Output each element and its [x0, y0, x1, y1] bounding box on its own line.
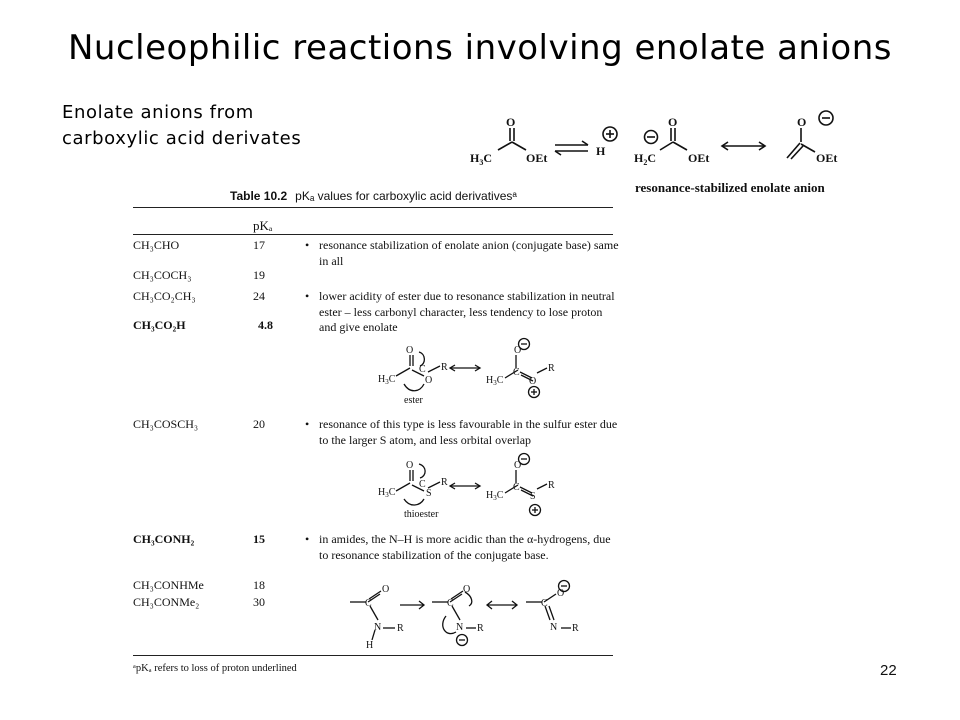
svg-text:H3C: H3C: [486, 375, 504, 387]
svg-text:N: N: [550, 622, 557, 633]
svg-text:R: R: [548, 363, 555, 374]
note-sulfur-ester: • resonance of this type is less favoura…: [305, 417, 620, 448]
svg-text:C: C: [419, 364, 426, 375]
svg-text:O: O: [382, 584, 389, 595]
table-rule-top: [133, 207, 613, 208]
pka-row-5: 20: [253, 417, 265, 431]
svg-text:O: O: [406, 460, 413, 471]
table-rule-header: [133, 234, 613, 235]
svg-text:C: C: [365, 598, 372, 609]
svg-text:H3C: H3C: [378, 374, 396, 386]
page-title: Nucleophilic reactions involving enolate…: [67, 28, 892, 68]
bullet: •: [305, 532, 310, 546]
table-title: Table 10.2 pKₐ values for carboxylic acid…: [230, 189, 517, 203]
pka-column-header: pKₐ: [253, 218, 273, 233]
svg-text:R: R: [397, 623, 404, 634]
thioester-label: thioester: [404, 509, 439, 520]
table-rule-bottom: [133, 655, 613, 656]
subtitle-line-2: carboxylic acid derivates: [62, 128, 302, 149]
table-footnote: ᵃpKₐ refers to loss of proton underlined: [133, 663, 297, 674]
pka-row-1: 17: [253, 238, 265, 252]
compound-row-4: CH₃CO₂H: [133, 318, 186, 332]
svg-text:R: R: [548, 480, 555, 491]
svg-text:C: C: [513, 367, 520, 378]
svg-text:O: O: [463, 584, 470, 595]
svg-text:H: H: [366, 640, 373, 651]
subtitle-line-1: Enolate anions from: [62, 102, 254, 123]
compound-row-1: CH₃CHO: [133, 238, 180, 252]
svg-text:R: R: [477, 623, 484, 634]
compound-row-8: CH₃CONMe₂: [133, 595, 200, 609]
svg-text:H3C: H3C: [378, 487, 396, 499]
svg-text:O: O: [514, 460, 521, 471]
svg-text:N: N: [374, 622, 381, 633]
svg-text:O: O: [557, 588, 564, 599]
slide-number: 22: [880, 662, 897, 679]
svg-text:O: O: [506, 115, 515, 129]
bullet: •: [305, 417, 310, 431]
svg-text:H2C: H2C: [634, 151, 656, 167]
svg-text:S: S: [426, 488, 432, 499]
svg-text:C: C: [419, 479, 426, 490]
svg-text:OEt: OEt: [816, 151, 837, 165]
bullet: •: [305, 238, 310, 252]
note-text: lower acidity of ester due to resonance …: [319, 289, 615, 334]
compound-row-7: CH₃CONHMe: [133, 578, 204, 592]
svg-text:O: O: [668, 115, 677, 129]
svg-text:S: S: [530, 491, 536, 502]
svg-text:H3C: H3C: [486, 490, 504, 502]
svg-text:N: N: [456, 622, 463, 633]
table-title-text: pKₐ values for carboxylic acid derivativ…: [295, 189, 517, 203]
ester-label: ester: [404, 395, 423, 406]
svg-text:O: O: [425, 375, 432, 386]
svg-text:R: R: [441, 362, 448, 373]
note-resonance-same: • resonance stabilization of enolate ani…: [305, 238, 620, 269]
svg-text:C: C: [513, 482, 520, 493]
bullet: •: [305, 289, 310, 303]
compound-row-6: CH₃CONH₂: [133, 532, 195, 546]
note-text: in amides, the N–H is more acidic than t…: [319, 532, 611, 562]
note-text: resonance stabilization of enolate anion…: [319, 238, 619, 268]
svg-text:O: O: [797, 115, 806, 129]
svg-text:R: R: [572, 623, 579, 634]
subtitle: Enolate anions from carboxylic acid deri…: [62, 100, 301, 152]
pka-row-7: 18: [253, 578, 265, 592]
svg-text:H3C: H3C: [470, 151, 492, 167]
pka-row-2: 19: [253, 268, 265, 282]
svg-text:C: C: [447, 598, 454, 609]
table-label: Table 10.2: [230, 189, 288, 203]
compound-row-3: CH₃CO₂CH₃: [133, 289, 196, 303]
scheme-caption: resonance-stabilized enolate anion: [635, 180, 825, 195]
svg-text:O: O: [514, 345, 521, 356]
compound-row-2: CH₃COCH₃: [133, 268, 192, 282]
note-text: resonance of this type is less favourabl…: [319, 417, 618, 447]
pka-row-4: 4.8: [258, 318, 273, 332]
svg-text:O: O: [406, 345, 413, 356]
pka-row-6: 15: [253, 532, 265, 546]
svg-text:H: H: [596, 144, 606, 158]
note-ester-acidity: • lower acidity of ester due to resonanc…: [305, 289, 620, 336]
pka-row-8: 30: [253, 595, 265, 609]
svg-text:C: C: [541, 598, 548, 609]
svg-text:OEt: OEt: [526, 151, 547, 165]
svg-text:OEt: OEt: [688, 151, 709, 165]
note-amide-acidity: • in amides, the N–H is more acidic than…: [305, 532, 620, 563]
svg-text:R: R: [441, 477, 448, 488]
svg-text:O: O: [529, 376, 536, 387]
pka-row-3: 24: [253, 289, 265, 303]
compound-row-5: CH₃COSCH₃: [133, 417, 199, 431]
